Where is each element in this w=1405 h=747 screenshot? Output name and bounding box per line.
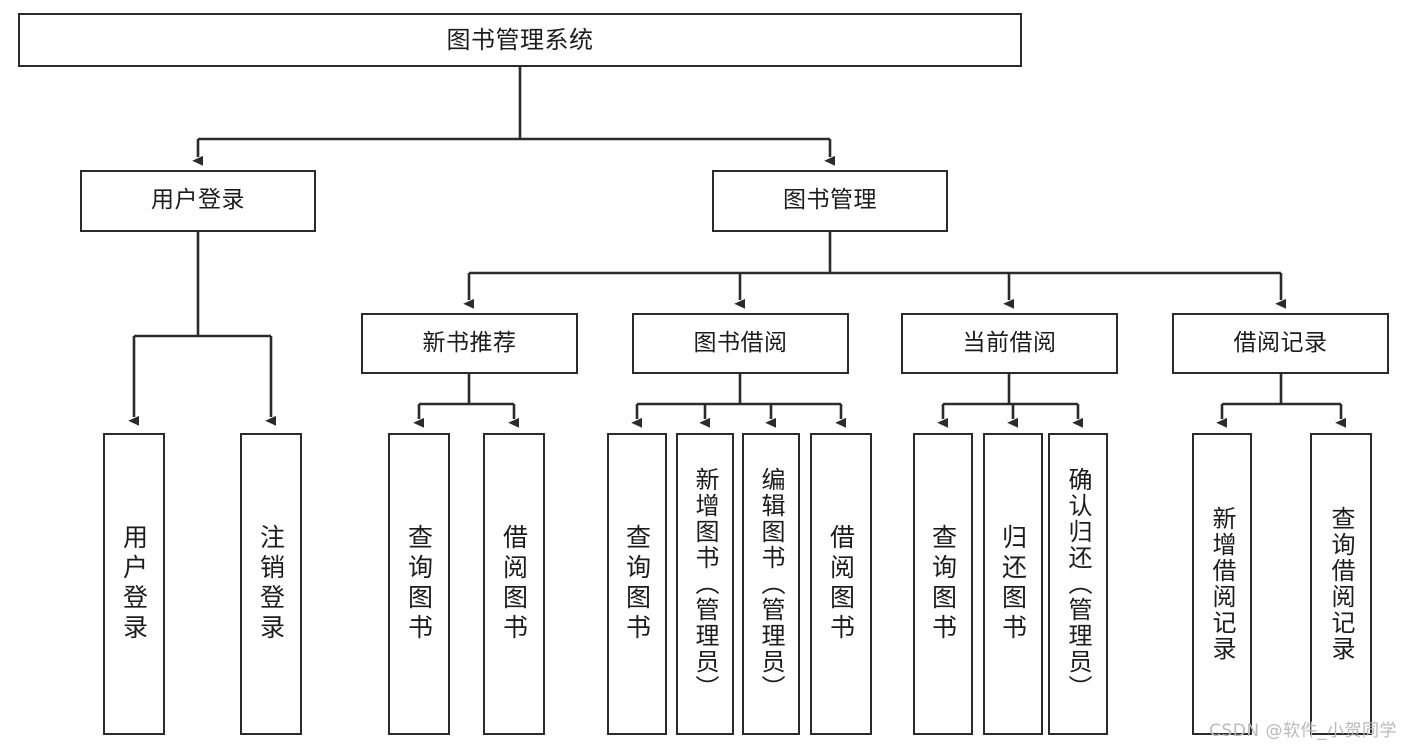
- node-label: 归还图书: [998, 524, 1028, 644]
- node-label: 新增借阅记录: [1208, 506, 1236, 662]
- node-new-book-recommendation[interactable]: 新书推荐: [361, 313, 578, 374]
- node-label: 确认归还（管理员）: [1064, 467, 1092, 701]
- node-user-login[interactable]: 用户登录: [80, 170, 316, 232]
- leaf-borrow-query-book[interactable]: 查询图书: [607, 433, 667, 735]
- node-label: 借阅图书: [826, 524, 856, 644]
- csdn-watermark: CSDN @软件_小贺同学: [1209, 721, 1397, 741]
- node-label: 查询图书: [404, 524, 434, 644]
- leaf-borrow-borrow-book[interactable]: 借阅图书: [810, 433, 872, 735]
- leaf-current-query-book[interactable]: 查询图书: [913, 433, 973, 735]
- node-root-book-management-system[interactable]: 图书管理系统: [18, 13, 1022, 67]
- leaf-recommend-query-book[interactable]: 查询图书: [388, 433, 450, 735]
- node-label: 新增图书（管理员）: [691, 467, 719, 701]
- node-label: 图书管理: [783, 187, 877, 214]
- node-label: 图书管理系统: [446, 25, 594, 54]
- node-label: 查询借阅记录: [1327, 506, 1355, 662]
- node-book-management[interactable]: 图书管理: [712, 170, 948, 232]
- node-borrowing-records[interactable]: 借阅记录: [1172, 313, 1389, 374]
- leaf-user-login[interactable]: 用户登录: [103, 433, 165, 735]
- leaf-recommend-borrow-book[interactable]: 借阅图书: [483, 433, 545, 735]
- node-label: 图书借阅: [693, 329, 788, 356]
- node-label: 借阅记录: [1233, 329, 1328, 356]
- leaf-borrow-add-book-admin[interactable]: 新增图书（管理员）: [676, 433, 734, 735]
- leaf-user-logout[interactable]: 注销登录: [240, 433, 302, 735]
- node-current-borrowing[interactable]: 当前借阅: [901, 313, 1118, 374]
- node-label: 查询图书: [622, 524, 652, 644]
- node-label: 用户登录: [151, 187, 245, 214]
- leaf-current-confirm-return-admin[interactable]: 确认归还（管理员）: [1048, 433, 1108, 735]
- leaf-borrow-edit-book-admin[interactable]: 编辑图书（管理员）: [742, 433, 800, 735]
- leaf-current-return-book[interactable]: 归还图书: [983, 433, 1043, 735]
- node-book-borrowing[interactable]: 图书借阅: [632, 313, 849, 374]
- node-label: 编辑图书（管理员）: [757, 467, 785, 701]
- node-label: 查询图书: [928, 524, 958, 644]
- node-label: 新书推荐: [422, 329, 517, 356]
- leaf-record-query-record[interactable]: 查询借阅记录: [1310, 433, 1372, 735]
- leaf-record-add-record[interactable]: 新增借阅记录: [1192, 433, 1252, 735]
- node-label: 注销登录: [256, 524, 286, 644]
- node-label: 借阅图书: [499, 524, 529, 644]
- node-label: 用户登录: [119, 524, 149, 644]
- node-label: 当前借阅: [962, 329, 1057, 356]
